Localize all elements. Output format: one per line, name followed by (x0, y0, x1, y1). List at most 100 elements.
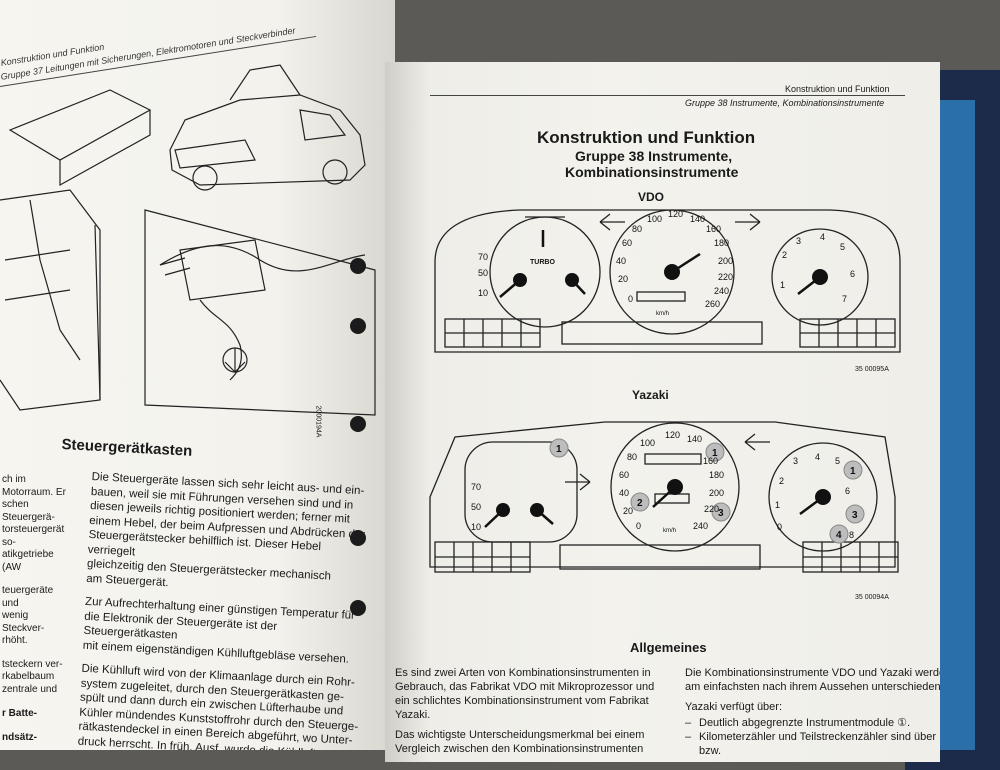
yazaki-speed-tick: 20 (623, 506, 633, 516)
paragraph: Yazaki verfügt über: (685, 701, 783, 713)
narrow-paragraph: r Batte- (2, 708, 38, 719)
yazaki-speed-tick: 220 (704, 504, 719, 514)
binder-hole (350, 318, 366, 334)
main-paragraph: Die Kühlluft wird von der Klimaanlage du… (77, 662, 359, 750)
callout-number: 3 (852, 510, 858, 521)
vdo-label: VDO (638, 190, 665, 204)
vdo-speed-tick: 240 (714, 286, 729, 296)
binder-hole (350, 416, 366, 432)
vdo-speed-tick: 220 (718, 272, 733, 282)
paragraph: Es sind zwei Arten von Kombinationsinstr… (395, 667, 655, 721)
vdo-tacho-tick: 5 (840, 242, 845, 252)
vdo-turbo-label: TURBO (530, 259, 555, 266)
vdo-speed-tick: 120 (668, 209, 683, 219)
section-heading-allgemeines: Allgemeines (630, 640, 707, 655)
vdo-temp-tick: 10 (478, 288, 488, 298)
list-item: Deutlich abgegrenzte Instrumentmodule ①. (685, 716, 940, 730)
vdo-speed-tick: 260 (705, 299, 720, 309)
yazaki-speed-tick: 60 (619, 470, 629, 480)
callout-number: 4 (836, 530, 842, 541)
narrow-paragraph: tsteckern ver- rkabelbaum zentrale und (2, 658, 63, 695)
yazaki-speed-tick: 100 (640, 438, 655, 448)
callout-number: 2 (637, 498, 643, 509)
narrow-paragraph: teuergeräte und wenig Steckver- rhöht. (2, 585, 54, 646)
binder-hole (350, 258, 366, 274)
yazaki-temp-tick: 10 (471, 522, 481, 532)
narrow-paragraph: ndsätz- (2, 731, 37, 743)
feature-list: Deutlich abgegrenzte Instrumentmodule ①.… (685, 716, 940, 758)
yazaki-figure-code: 35 00094A (855, 594, 889, 601)
yazaki-speed-tick: 0 (636, 521, 641, 531)
vdo-temp-tick: 70 (478, 252, 488, 262)
page-subtitle-instruments: Kombinationsinstrumente (565, 164, 739, 180)
callout-number: 3 (718, 508, 724, 519)
right-header-rule (430, 95, 905, 96)
list-item: Kilometerzähler und Teilstreckenzähler s… (685, 730, 940, 758)
vdo-temp-tick: 50 (478, 268, 488, 278)
yazaki-instrument-cluster: 70 50 10 0 20 40 60 80 100 120 140 160 1… (429, 421, 899, 573)
yazaki-speed-unit: km/h (663, 528, 676, 534)
vdo-speed-tick: 160 (706, 224, 721, 234)
right-header-subtitle: Gruppe 38 Instrumente, Kombinationsinstr… (685, 98, 885, 108)
right-column-1: Es sind zwei Arten von Kombinationsinstr… (395, 666, 670, 762)
main-paragraph: Die Steuergeräte lassen sich sehr leicht… (86, 470, 365, 589)
right-header-title: Konstruktion und Funktion (785, 84, 890, 94)
yazaki-speed-tick: 120 (665, 430, 680, 440)
yazaki-speed-tick: 240 (693, 521, 708, 531)
yazaki-tacho-tick: 6 (845, 486, 850, 496)
yazaki-tacho-tick: 3 (793, 456, 798, 466)
callout-number: 1 (850, 466, 856, 477)
vdo-speed-tick: 200 (718, 256, 733, 266)
yazaki-tacho-tick: 0 (777, 522, 782, 532)
vdo-speed-unit: km/h (656, 311, 669, 317)
engine-bay-illustration (0, 64, 376, 416)
left-figure-code: 2000194A (314, 405, 322, 438)
yazaki-temp-tick: 70 (471, 482, 481, 492)
vdo-speed-tick: 140 (690, 214, 705, 224)
page-subtitle-group: Gruppe 38 Instrumente, (575, 148, 733, 164)
binder-hole (350, 530, 366, 546)
yazaki-label: Yazaki (632, 388, 669, 402)
right-column-2: Die Kombinationsinstrumente VDO und Yaza… (685, 666, 940, 758)
yazaki-tacho-tick: 2 (779, 476, 784, 486)
vdo-tacho-tick: 2 (782, 250, 787, 260)
vdo-instrument-cluster: 70 50 10 TURBO 0 20 40 60 80 100 120 140… (434, 209, 901, 353)
yazaki-tacho-tick: 4 (815, 452, 820, 462)
vdo-speed-tick: 100 (647, 214, 662, 224)
vdo-speed-tick: 60 (622, 238, 632, 248)
yazaki-speed-tick: 160 (703, 456, 718, 466)
vdo-speed-tick: 180 (714, 238, 729, 248)
page-title: Konstruktion und Funktion (537, 128, 756, 147)
paragraph: Das wichtigste Unterscheidungsmerkmal be… (395, 729, 645, 755)
right-page: Konstruktion und Funktion Gruppe 38 Inst… (385, 62, 940, 762)
vdo-tacho-tick: 6 (850, 269, 855, 279)
vdo-speed-tick: 20 (618, 274, 628, 284)
yazaki-speed-tick: 140 (687, 434, 702, 444)
binder-spine (935, 100, 975, 750)
left-narrow-column: ch im Motorraum. Er schen Steuergerä- to… (2, 474, 72, 750)
callout-number: 1 (556, 444, 562, 455)
callout-number: 1 (712, 448, 718, 459)
vdo-tacho-tick: 4 (820, 232, 825, 242)
vdo-speed-tick: 0 (628, 294, 633, 304)
binder-hole (350, 600, 366, 616)
yazaki-speed-tick: 40 (619, 488, 629, 498)
paragraph: Die Kombinationsinstrumente VDO und Yaza… (685, 667, 940, 693)
left-page: Konstruktion und Funktion Gruppe 37 Leit… (0, 0, 395, 750)
vdo-speed-tick: 40 (616, 256, 626, 266)
yazaki-temp-tick: 50 (471, 502, 481, 512)
section-title-steuergeraetkasten: Steuergerätkasten (61, 436, 193, 460)
left-main-column: Die Steuergeräte lassen sich sehr leicht… (76, 470, 371, 750)
vdo-tacho-tick: 1 (780, 280, 785, 290)
yazaki-speed-tick: 200 (709, 488, 724, 498)
vdo-tacho-tick: 3 (796, 236, 801, 246)
main-paragraph: Zur Aufrechterhaltung einer günstigen Te… (82, 595, 356, 666)
yazaki-speed-tick: 180 (709, 470, 724, 480)
yazaki-tacho-tick: 8 (849, 530, 854, 540)
vdo-figure-code: 35 00095A (855, 366, 889, 373)
vdo-tacho-tick: 7 (842, 294, 847, 304)
yazaki-tacho-tick: 1 (775, 500, 780, 510)
yazaki-speed-tick: 80 (627, 452, 637, 462)
vdo-speed-tick: 80 (632, 224, 642, 234)
narrow-paragraph: ch im Motorraum. Er schen Steuergerä- to… (2, 474, 66, 573)
